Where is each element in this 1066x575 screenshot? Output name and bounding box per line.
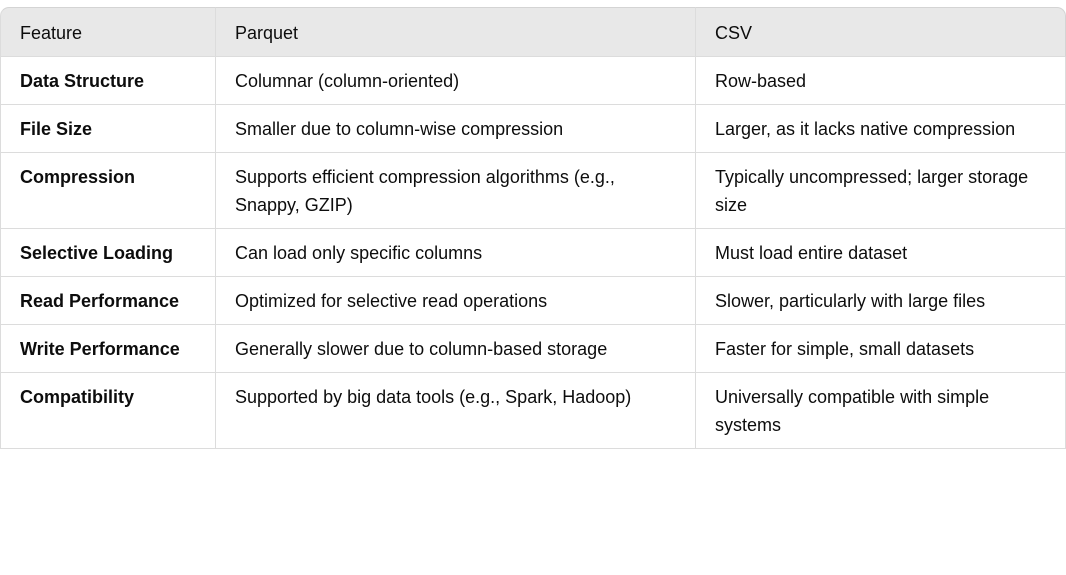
csv-cell: Typically uncompressed; larger storage s… [695,153,1066,229]
parquet-cell: Can load only specific columns [215,229,695,277]
table-row: Read Performance Optimized for selective… [0,277,1066,325]
csv-cell: Universally compatible with simple syste… [695,373,1066,449]
csv-cell: Slower, particularly with large files [695,277,1066,325]
table-row: Write Performance Generally slower due t… [0,325,1066,373]
csv-cell: Faster for simple, small datasets [695,325,1066,373]
comparison-table-container: Feature Parquet CSV Data Structure Colum… [0,7,1066,449]
table-header: Feature Parquet CSV [0,7,1066,57]
feature-cell: Data Structure [0,57,215,105]
table-row: File Size Smaller due to column-wise com… [0,105,1066,153]
feature-cell: Compression [0,153,215,229]
feature-cell: Read Performance [0,277,215,325]
table-body: Data Structure Columnar (column-oriented… [0,57,1066,449]
feature-cell: Write Performance [0,325,215,373]
header-row: Feature Parquet CSV [0,7,1066,57]
parquet-cell: Supported by big data tools (e.g., Spark… [215,373,695,449]
header-feature: Feature [0,7,215,57]
feature-cell: Compatibility [0,373,215,449]
parquet-cell: Smaller due to column-wise compression [215,105,695,153]
table-row: Data Structure Columnar (column-oriented… [0,57,1066,105]
feature-cell: File Size [0,105,215,153]
parquet-cell: Supports efficient compression algorithm… [215,153,695,229]
csv-cell: Row-based [695,57,1066,105]
csv-cell: Must load entire dataset [695,229,1066,277]
parquet-vs-csv-table: Feature Parquet CSV Data Structure Colum… [0,7,1066,449]
table-row: Selective Loading Can load only specific… [0,229,1066,277]
parquet-cell: Optimized for selective read operations [215,277,695,325]
parquet-cell: Generally slower due to column-based sto… [215,325,695,373]
header-parquet: Parquet [215,7,695,57]
feature-cell: Selective Loading [0,229,215,277]
header-csv: CSV [695,7,1066,57]
table-row: Compression Supports efficient compressi… [0,153,1066,229]
table-row: Compatibility Supported by big data tool… [0,373,1066,449]
parquet-cell: Columnar (column-oriented) [215,57,695,105]
csv-cell: Larger, as it lacks native compression [695,105,1066,153]
